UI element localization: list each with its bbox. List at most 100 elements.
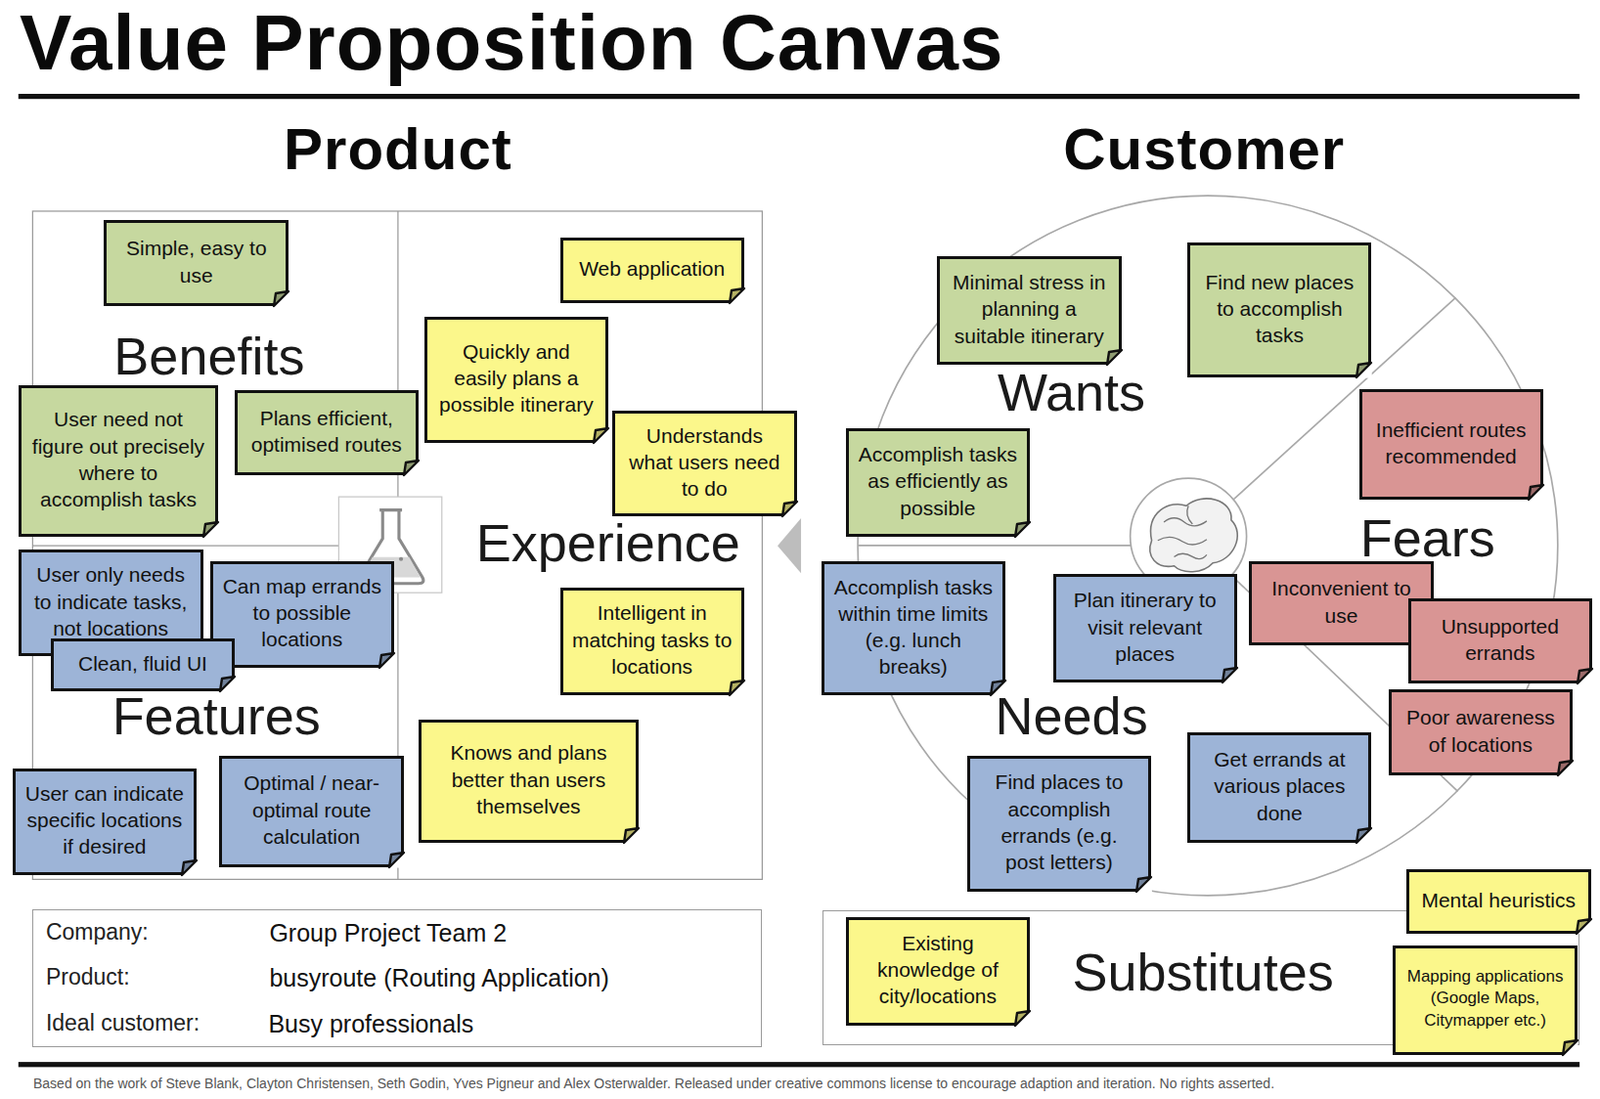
sticky-text: Accomplish tasks as efficiently as possi… [857,441,1019,522]
field-value: Busy professionals [267,1009,474,1039]
corner-cut [1576,919,1593,935]
corner-cut [203,522,220,538]
sticky-note: Unsupported errands [1408,598,1593,684]
folded-corner [273,291,289,307]
folded-corner [1222,667,1238,683]
flask-bubble [399,557,403,562]
canvas-title: Value Proposition Canvas [19,3,1005,83]
sticky-text: Knows and plans better than users themse… [430,739,627,820]
section-label: Needs [995,689,1149,743]
folded-corner [181,860,197,876]
sticky-text: Web application [572,255,733,282]
experience-area: Experience Web applicationQuickly and eas… [398,211,763,880]
corner-flap [389,852,404,868]
folded-corner [729,288,745,304]
corner-cut [593,428,610,445]
sticky-note: Find new places to accomplish tasks [1187,242,1372,378]
folded-corner [1528,485,1544,500]
circle-outline [857,195,1558,896]
sticky-text: Quickly and easily plans a possible itin… [436,338,597,419]
sticky-text: Minimal stress in planning a suitable it… [948,268,1111,350]
folded-corner [389,852,404,868]
sticky-text: Clean, fluid UI [62,650,223,677]
corner-flap [1577,668,1593,684]
corner-cut [403,460,420,477]
folded-corner [1015,1011,1030,1026]
section-label: Fears [1360,511,1496,565]
sticky-note: Minimal stress in planning a suitable it… [936,256,1122,366]
corner-flap [379,653,395,668]
features-quadrant: FeaturesUser only needs to indicate task… [33,545,399,880]
corner-flap [1557,760,1573,776]
folded-corner [782,501,798,517]
sticky-note: Poor awareness of locations [1388,689,1573,776]
folded-corner [593,428,609,444]
corner-flap [181,860,197,876]
sticky-text: Mental heuristics [1418,887,1580,914]
field-name: Ideal customer: [45,1011,200,1039]
corner-flap [203,522,219,537]
corner-cut [1356,828,1373,845]
folded-corner [623,828,639,844]
corner-flap [1356,828,1372,844]
corner-flap [1356,362,1372,378]
sticky-text: Unsupported errands [1420,613,1581,667]
sticky-note: Understands what users need to do [612,410,798,518]
sticky-note: Mapping applications (Google Maps, Citym… [1392,945,1578,1056]
sticky-note: Knows and plans better than users themse… [418,719,639,844]
sticky-note: Optimal / near-optimal route calculation [219,755,404,868]
sticky-note: Inconvenient to use [1248,561,1434,647]
title-rule [18,93,1580,99]
sticky-note: Accomplish tasks within time limits (e.g… [821,561,1006,697]
folded-corner [1015,522,1030,537]
corner-flap [729,288,745,304]
corner-cut [220,676,236,693]
corner-flap [1562,1040,1578,1056]
corner-flap [1107,350,1122,365]
corner-cut [1136,877,1153,893]
sticky-note: User need not figure out precisely where… [18,385,220,536]
corner-cut [1222,667,1239,684]
corner-cut [1557,760,1574,777]
section-label: Features [112,689,321,743]
folded-corner [990,680,1006,696]
sticky-text: User need not figure out precisely where… [30,405,208,513]
corner-cut [1577,668,1594,685]
corner-cut [623,828,640,845]
footer-caption: Based on the work of Steve Blank, Clayto… [33,1075,1275,1093]
section-heading: Customer [1063,120,1345,179]
folded-corner [1136,877,1152,892]
folded-corner [1577,668,1593,684]
corner-flap [729,680,745,696]
corner-flap [782,501,798,517]
sticky-text: Find new places to accomplish tasks [1199,268,1360,350]
sticky-text: Plan itinerary to visit relevant places [1065,586,1226,667]
sticky-text: Optimal / near-optimal route calculation [230,769,393,850]
sticky-text: Plans efficient, optimised routes [246,404,407,459]
field-name: Product: [45,965,131,993]
sticky-note: Web application [560,237,745,304]
corner-cut [379,653,396,669]
info-box: Company:Group Project Team 2Product:busy… [32,909,762,1049]
sticky-note: Intelligent in matching tasks to locatio… [560,587,745,696]
corner-flap [1015,522,1030,537]
sticky-note: User can indicate specific locations if … [12,768,198,876]
sticky-note: Plan itinerary to visit relevant places [1053,574,1238,683]
brain-icon [1150,498,1238,573]
sticky-note: Accomplish tasks as efficiently as possi… [845,428,1030,537]
folded-corner [220,676,235,692]
sticky-note: Simple, easy to use [103,220,289,307]
corner-flap [623,828,639,844]
sticky-text: Inefficient routes recommended [1371,416,1532,471]
sticky-text: Existing knowledge of city/locations [857,930,1019,1011]
section-label: Experience [476,516,741,570]
sticky-text: Simple, easy to use [115,234,277,289]
corner-cut [1356,362,1373,379]
sticky-note: Quickly and easily plans a possible itin… [424,316,609,444]
brain-folds [1157,505,1207,559]
sticky-text: Mapping applications (Google Maps, Citym… [1404,966,1566,1031]
corner-flap [1136,877,1152,892]
sticky-note: Inefficient routes recommended [1359,389,1544,500]
corner-cut [1015,522,1031,538]
corner-flap [1576,919,1592,934]
